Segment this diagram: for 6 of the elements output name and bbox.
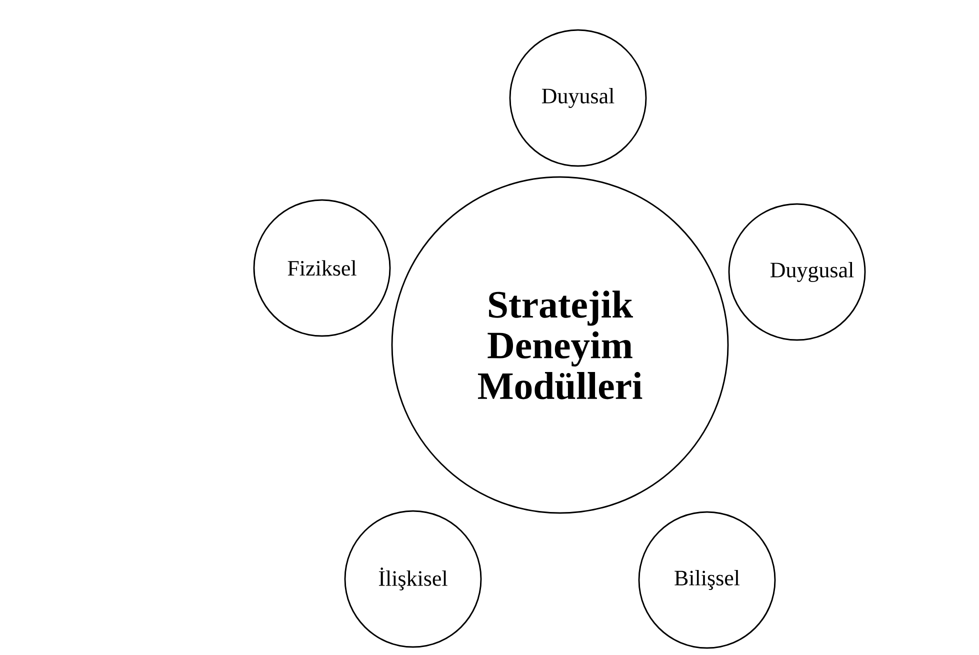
circle-node: Fiziksel — [253, 199, 391, 337]
circle-node: Bilişsel — [638, 511, 776, 649]
circle-node: Duygusal — [728, 203, 866, 341]
circle-node: Stratejik Deneyim Modülleri — [391, 176, 729, 514]
circle-node: İlişkisel — [344, 510, 482, 648]
circle-node: Duyusal — [509, 29, 647, 167]
